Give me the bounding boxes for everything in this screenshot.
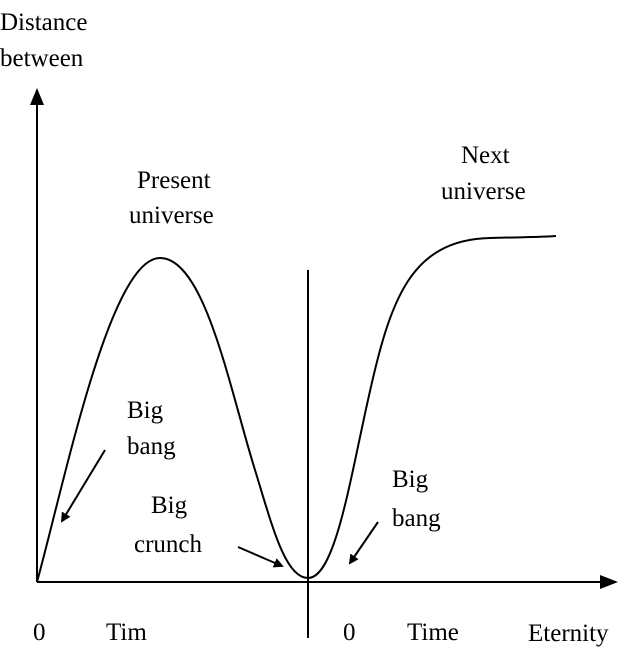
big-bang-left-label-line-2: bang <box>127 433 176 460</box>
next-universe-label-line-2: universe <box>441 178 526 205</box>
big-bang-right-label-line-1: Big <box>392 466 429 493</box>
y-axis-label-line-2: between <box>0 45 84 72</box>
x-tick-zero-right: 0 <box>343 619 356 646</box>
x-tick-time-left: Tim <box>106 619 147 646</box>
big-bang-left-label-line-1: Big <box>127 397 164 424</box>
x-tick-eternity: Eternity <box>528 620 609 647</box>
present-universe-label-line-1: Present <box>137 167 211 194</box>
big-bang-right-arrow <box>348 521 379 565</box>
big-bang-right-label-line-2: bang <box>392 505 441 532</box>
y-axis-arrowhead <box>30 88 44 105</box>
x-axis-arrowhead <box>600 575 618 589</box>
big-crunch-label-line-2: crunch <box>134 531 203 558</box>
x-tick-time-right: Time <box>407 619 459 646</box>
present-universe-label-line-2: universe <box>129 202 214 229</box>
x-tick-zero-left: 0 <box>33 619 46 646</box>
big-crunch-arrow <box>237 546 284 568</box>
present-universe-curve <box>36 256 309 583</box>
y-axis-label-line-1: Distance <box>0 9 87 36</box>
next-universe-curve <box>307 235 557 579</box>
big-crunch-label-line-1: Big <box>151 492 188 519</box>
big-bang-left-arrow <box>60 449 106 523</box>
next-universe-label-line-1: Next <box>461 142 510 169</box>
